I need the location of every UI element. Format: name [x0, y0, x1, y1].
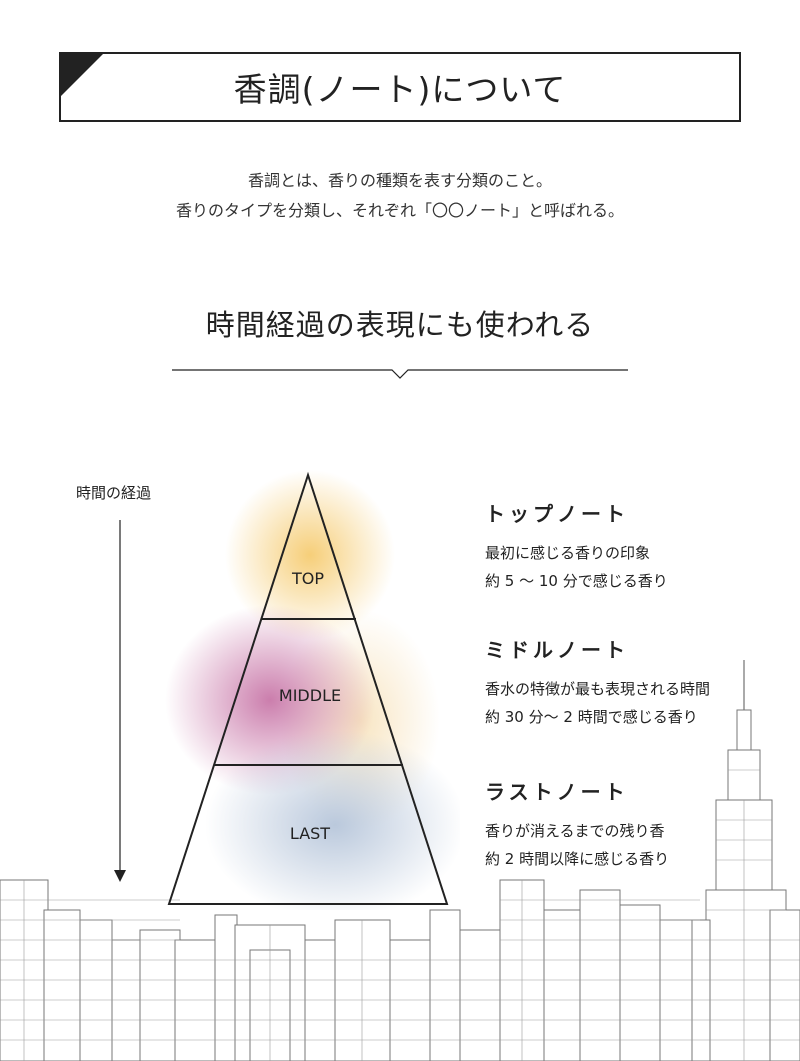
pyramid-label-last: LAST: [290, 824, 330, 843]
section-heading: 時間経過の表現にも使われる: [205, 308, 595, 342]
title-box: 香調(ノート)について: [59, 52, 741, 122]
intro-line: 香りのタイプを分類し、それぞれ「〇〇ノート」と呼ばれる。: [175, 201, 624, 220]
note-top: トップノート 最初に感じる香りの印象 約 5 〜 10 分で感じる香り: [485, 498, 668, 595]
note-desc: 最初に感じる香りの印象: [485, 544, 651, 562]
note-desc: 約 2 時間以降に感じる香り: [485, 850, 670, 868]
fragrance-pyramid: TOP MIDDLE LAST: [165, 470, 460, 910]
page-title: 香調(ノート)について: [233, 70, 567, 109]
last-glow: [205, 730, 460, 910]
note-desc: 約 5 〜 10 分で感じる香り: [485, 572, 668, 590]
note-name: ラストノート: [485, 780, 629, 804]
note-desc: 約 30 分〜 2 時間で感じる香り: [485, 708, 698, 726]
note-name: ミドルノート: [485, 638, 629, 662]
time-label: 時間の経過: [76, 484, 152, 502]
intro-line: 香調とは、香りの種類を表す分類のこと。: [247, 171, 552, 190]
time-arrow-icon: [114, 520, 126, 882]
corner-decoration-icon: [59, 52, 105, 98]
note-name: トップノート: [485, 502, 629, 526]
note-desc: 香水の特徴が最も表現される時間: [485, 680, 711, 698]
note-desc: 香りが消えるまでの残り香: [485, 822, 665, 840]
intro-text: 香調とは、香りの種類を表す分類のこと。 香りのタイプを分類し、それぞれ「〇〇ノー…: [0, 166, 800, 226]
note-last: ラストノート 香りが消えるまでの残り香 約 2 時間以降に感じる香り: [485, 776, 669, 873]
pyramid-label-middle: MIDDLE: [279, 686, 341, 705]
note-middle: ミドルノート 香水の特徴が最も表現される時間 約 30 分〜 2 時間で感じる香…: [485, 634, 710, 731]
pyramid-outline: [167, 471, 449, 905]
city-skyline-illustration: [0, 660, 800, 1061]
section-divider: [172, 369, 628, 379]
pyramid-label-top: TOP: [291, 569, 324, 588]
